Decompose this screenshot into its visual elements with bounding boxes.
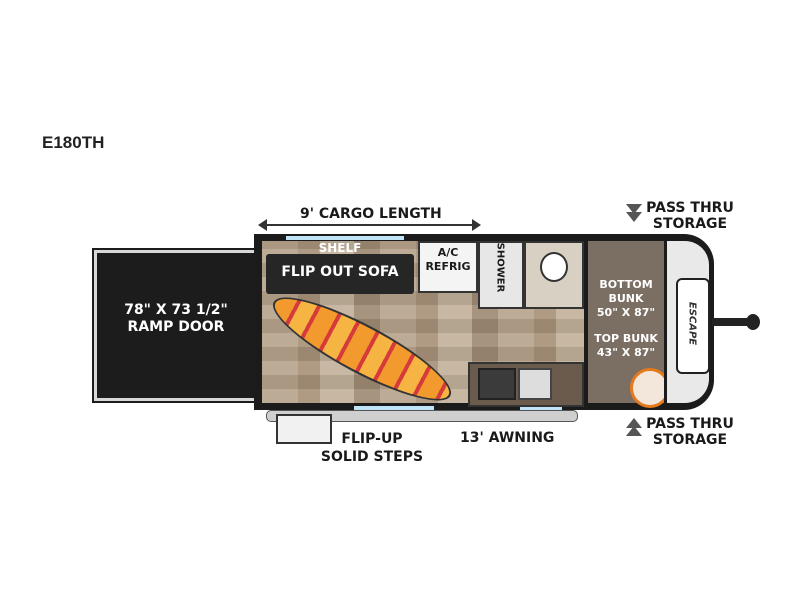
top-bunk-size: 43" X 87" xyxy=(596,346,656,359)
bunk-labels: BOTTOM BUNK 50" X 87" TOP BUNK 43" X 87" xyxy=(588,278,664,360)
window-bottom-mid xyxy=(520,406,562,410)
arrow-left-icon xyxy=(258,219,267,231)
bottom-bunk-size: 50" X 87" xyxy=(596,306,656,319)
ramp-door-text: RAMP DOOR xyxy=(127,319,225,335)
pass-thru-storage-top: PASS THRU STORAGE xyxy=(644,200,736,232)
hitch-coupler xyxy=(746,314,760,330)
flip-out-sofa-label: FLIP OUT SOFA xyxy=(281,264,399,280)
steps-line2: SOLID STEPS xyxy=(320,449,424,465)
shower xyxy=(478,241,524,309)
awning xyxy=(266,410,578,422)
pass-thru-bottom-line1: PASS THRU xyxy=(646,416,734,432)
arrow-up-icon xyxy=(626,418,642,428)
ramp-door-label: 78" X 73 1/2" RAMP DOOR xyxy=(94,302,258,336)
stove xyxy=(478,368,516,400)
hitch-tongue xyxy=(712,318,752,326)
window-top-left xyxy=(286,236,404,240)
sink xyxy=(518,368,552,400)
ac-label: A/C xyxy=(437,246,459,259)
cargo-length-line xyxy=(262,224,474,226)
flip-out-sofa xyxy=(266,254,414,294)
refrig-label: REFRIG xyxy=(425,260,471,273)
top-bunk-label: TOP BUNK xyxy=(594,332,658,345)
arrow-down-icon-2 xyxy=(626,212,642,222)
arrow-down-icon xyxy=(626,204,642,214)
bottom-bunk-label-2: BUNK xyxy=(608,292,644,305)
pass-thru-top-line2: STORAGE xyxy=(652,216,728,232)
awning-label: 13' AWNING xyxy=(460,430,555,446)
refrigerator xyxy=(418,241,478,293)
steps-label: FLIP-UP SOLID STEPS xyxy=(320,430,424,466)
ramp-door-size: 78" X 73 1/2" xyxy=(124,302,228,318)
window-bottom-left xyxy=(354,406,434,410)
shower-label: SHOWER xyxy=(494,242,506,293)
escape-logo: ESCAPE xyxy=(686,301,698,346)
fridge-label: A/C REFRIG xyxy=(418,246,478,274)
pass-thru-storage-bottom: PASS THRU STORAGE xyxy=(644,416,736,448)
flip-up-steps xyxy=(276,414,332,444)
model-name: E180TH xyxy=(42,133,105,152)
pass-thru-bottom-line2: STORAGE xyxy=(652,432,728,448)
ramp-door xyxy=(94,250,258,401)
arrow-right-icon xyxy=(472,219,481,231)
toilet xyxy=(540,252,568,282)
bottom-bunk-label: BOTTOM xyxy=(599,278,653,291)
arrow-up-icon-2 xyxy=(626,426,642,436)
cargo-length-label: 9' CARGO LENGTH xyxy=(300,206,442,222)
steps-line1: FLIP-UP xyxy=(341,431,403,447)
shelf-label: SHELF xyxy=(318,241,362,255)
pass-thru-top-line1: PASS THRU xyxy=(646,200,734,216)
escape-logo-box xyxy=(676,278,710,374)
